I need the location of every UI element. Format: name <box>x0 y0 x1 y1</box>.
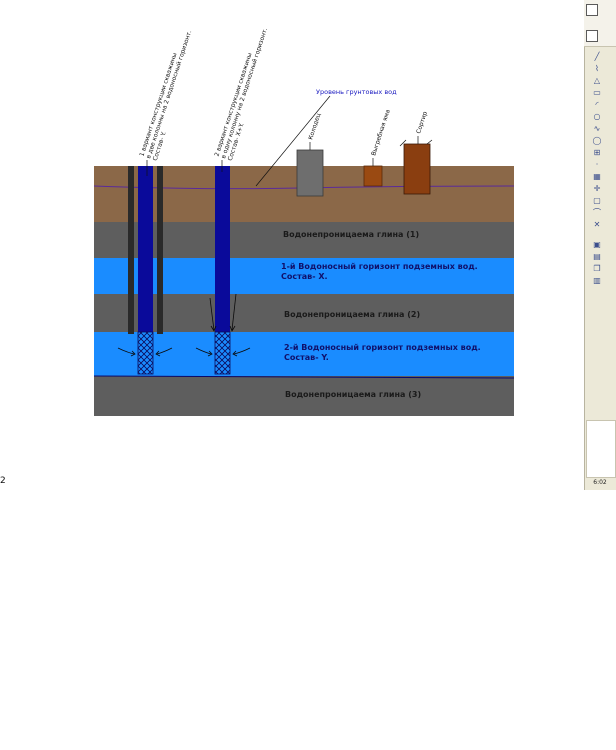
ellipse-tool-icon[interactable]: ◯ <box>592 136 602 145</box>
toolbar-scroll-button[interactable] <box>586 30 598 42</box>
variant2-label-line2: в одну колонну на 2 водоносный горизонт. <box>220 27 269 160</box>
flow-arrows <box>117 293 251 357</box>
toolbar-blank-panel <box>586 420 616 478</box>
well-cross-section-diagram: Водонепроницаема глина (1) 1-й Водоносны… <box>93 27 515 416</box>
groundwater-label: Уровень грунтовых вод <box>316 88 397 96</box>
well2-filter-mesh <box>214 331 231 375</box>
window-icon[interactable]: ▥ <box>593 276 601 285</box>
well-pit <box>296 149 324 197</box>
circle-tool-icon[interactable]: ○ <box>593 112 601 121</box>
cesspit-label: Выгребная яма <box>370 108 392 156</box>
clay-layer-2 <box>94 294 514 332</box>
well1-inner-casing <box>138 166 153 334</box>
point-tool-icon[interactable]: · <box>595 160 599 169</box>
clay2-label: Водонепроницаема глина (2) <box>284 310 420 319</box>
toolbar-scroll-up-button[interactable] <box>586 4 598 16</box>
rectangle-tool-icon[interactable]: ▭ <box>593 88 601 97</box>
leader-lines <box>146 95 433 187</box>
aquifer1-label-line2: Состав- Х. <box>281 272 328 281</box>
copy-icon[interactable]: ❐ <box>593 264 601 273</box>
move-tool-icon[interactable]: ✛ <box>593 184 601 193</box>
variant1-label-line2: в две колонны на 2 водоносный горизонт. <box>145 30 193 160</box>
insert-tool-icon[interactable]: ⊞ <box>593 148 601 157</box>
well1-filter-mesh <box>137 331 154 375</box>
hatch-tool-icon[interactable]: ▦ <box>593 172 601 181</box>
outer-casing-right <box>157 166 163 334</box>
polyline-tool-icon[interactable]: ⌇ <box>595 64 599 73</box>
clay1-label: Водонепроницаема глина (1) <box>283 230 419 239</box>
toilet-label: Сортир <box>415 111 429 135</box>
polygon-tool-icon[interactable]: △ <box>593 76 601 85</box>
aquifer-layer-2 <box>94 332 514 376</box>
region-tool-icon[interactable]: ▢ <box>593 196 601 205</box>
well2-casing <box>215 166 230 334</box>
fillet-tool-icon[interactable]: ⌒ <box>593 208 601 217</box>
erase-tool-icon[interactable]: ✕ <box>593 220 601 229</box>
curve-tool-icon[interactable]: ∿ <box>593 124 601 133</box>
taskbar-clock: 6:02 <box>593 479 607 486</box>
edge-mark: 2 <box>0 476 6 486</box>
aquifer1-label-line1: 1-й Водоносный горизонт подземных вод. <box>281 262 478 271</box>
aquifer-layer-1 <box>94 258 514 294</box>
layers-icon[interactable]: ▣ <box>593 240 601 249</box>
well-pit-label: Колодец <box>307 112 322 140</box>
properties-icon[interactable]: ▤ <box>593 252 601 261</box>
clay3-label: Водонепроницаема глина (3) <box>285 390 421 399</box>
drawing-toolbar <box>584 0 616 490</box>
aquifer2-label-line1: 2-й Водоносный горизонт подземных вод. <box>284 343 481 352</box>
line-tool-icon[interactable]: ╱ <box>594 52 600 61</box>
cesspit <box>363 165 383 187</box>
aquifer2-label-line2: Состав- Y. <box>284 353 329 362</box>
toilet <box>403 143 431 195</box>
outer-casing-left <box>128 166 134 334</box>
clay-layer-3 <box>94 376 514 416</box>
clay-layer-1 <box>94 222 514 258</box>
arc-tool-icon[interactable]: ◜ <box>595 100 599 109</box>
